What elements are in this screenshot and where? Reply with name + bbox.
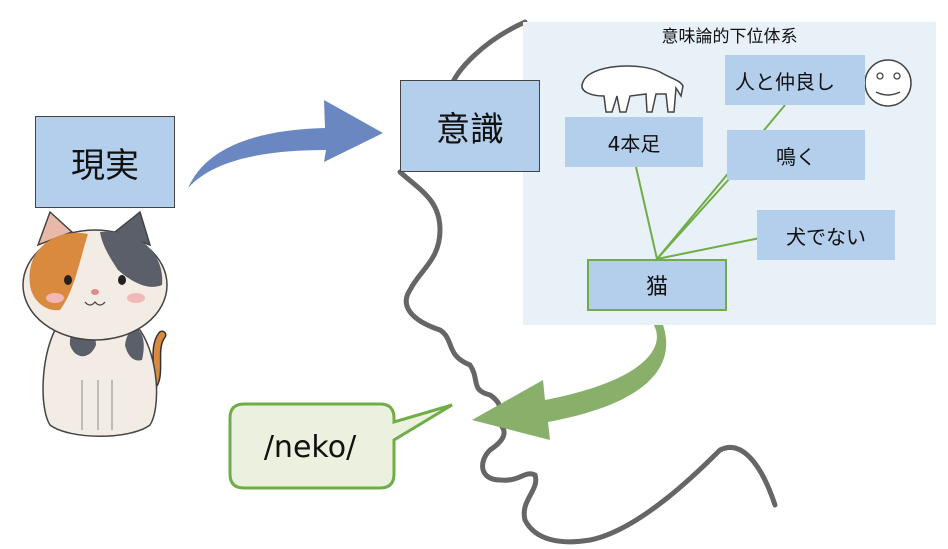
reality-box: 現実	[35, 116, 175, 208]
link-cat-meows	[656, 177, 731, 260]
feature-friendly-with-people: 人と仲良し	[725, 55, 865, 105]
link-cat-not-dog	[656, 237, 761, 260]
smiley-face-icon	[864, 59, 912, 107]
quadruped-sketch	[581, 65, 684, 113]
panel-title: 意味論的下位体系	[661, 27, 798, 47]
articulation-arrow	[472, 322, 667, 440]
consciousness-box: 意識	[400, 80, 540, 172]
utterance-text: /neko/	[263, 429, 357, 465]
link-cat-four-legs	[635, 166, 658, 260]
feature-meows: 鳴く	[727, 130, 865, 180]
perception-arrow	[188, 100, 383, 188]
concept-cat-node: 猫	[587, 259, 727, 311]
feature-not-a-dog: 犬でない	[757, 210, 895, 260]
feature-four-legs: 4本足	[565, 117, 703, 167]
speech-bubble-shape	[228, 402, 453, 490]
